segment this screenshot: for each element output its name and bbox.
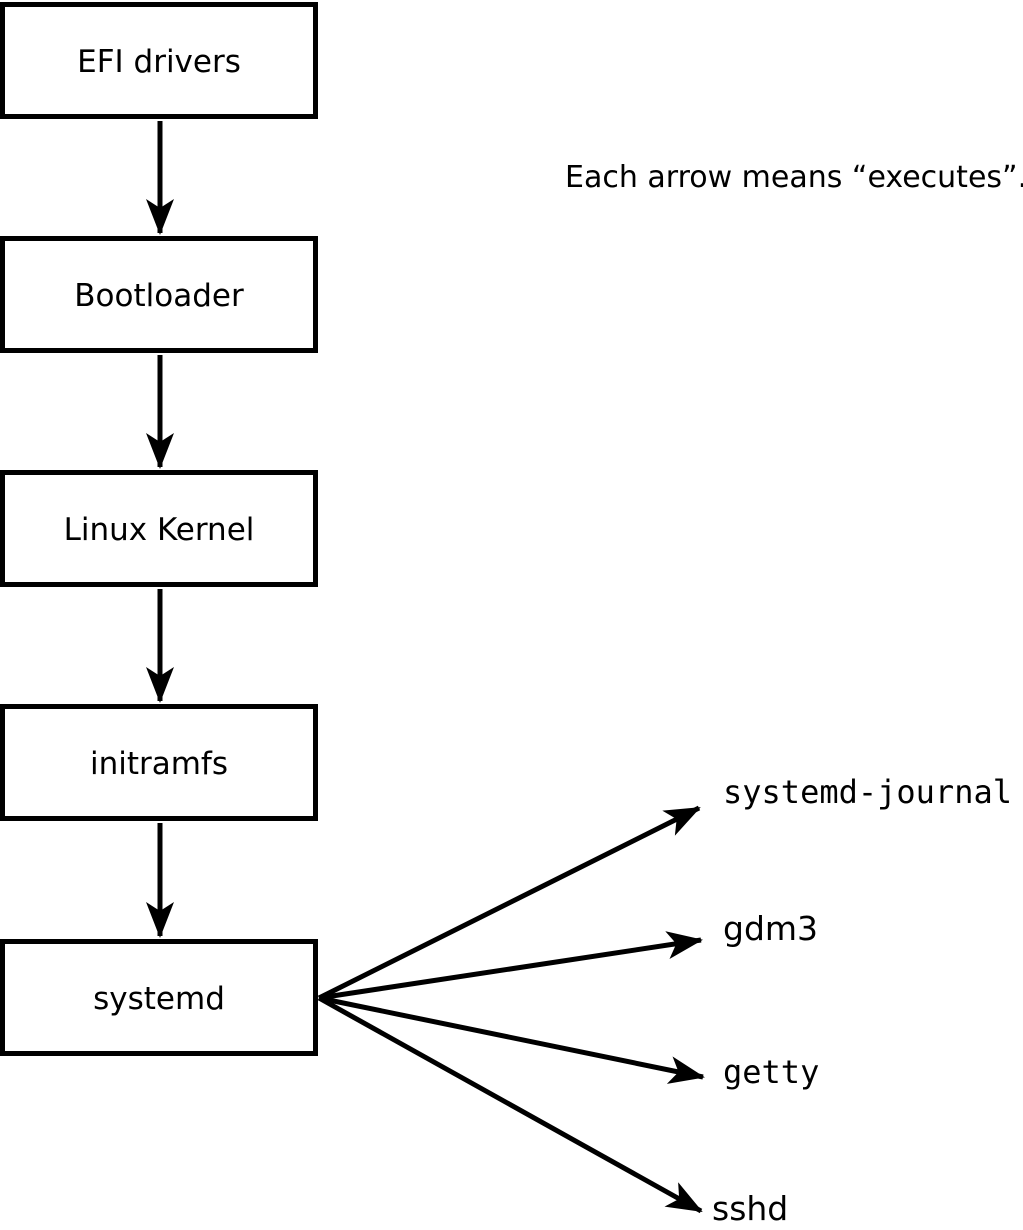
node-initramfs-box: [0, 704, 318, 821]
node-bootloader: Bootloader: [0, 236, 318, 353]
node-bootloader-box: [0, 236, 318, 353]
node-initramfs: initramfs: [0, 704, 318, 821]
node-linux-kernel-box: [0, 470, 318, 587]
proc-label-sshd: sshd: [712, 1189, 788, 1228]
node-efi-drivers-label: EFI drivers: [77, 44, 241, 80]
arrow-systemd-to-sshd: [317, 995, 703, 1214]
node-bootloader-label: Bootloader: [74, 278, 244, 314]
legend-note: Each arrow means “executes”.: [565, 160, 1023, 195]
node-initramfs-label: initramfs: [90, 746, 228, 782]
node-efi-drivers: EFI drivers: [0, 2, 318, 119]
node-linux-kernel: Linux Kernel: [0, 470, 318, 587]
proc-label-systemd-journal: systemd-journal: [723, 773, 1012, 811]
node-systemd-box: [0, 939, 318, 1056]
proc-label-getty: getty: [723, 1053, 819, 1091]
node-systemd: systemd: [0, 939, 318, 1056]
arrow-systemd-to-getty: [318, 995, 705, 1084]
proc-label-gdm3: gdm3: [723, 909, 818, 948]
arrow-systemd-to-gdm3: [318, 931, 703, 1001]
node-linux-kernel-label: Linux Kernel: [64, 512, 255, 548]
arrow-systemd-to-systemd-journal: [317, 805, 701, 1001]
node-systemd-label: systemd: [93, 981, 225, 1017]
node-efi-drivers-box: [0, 2, 318, 119]
